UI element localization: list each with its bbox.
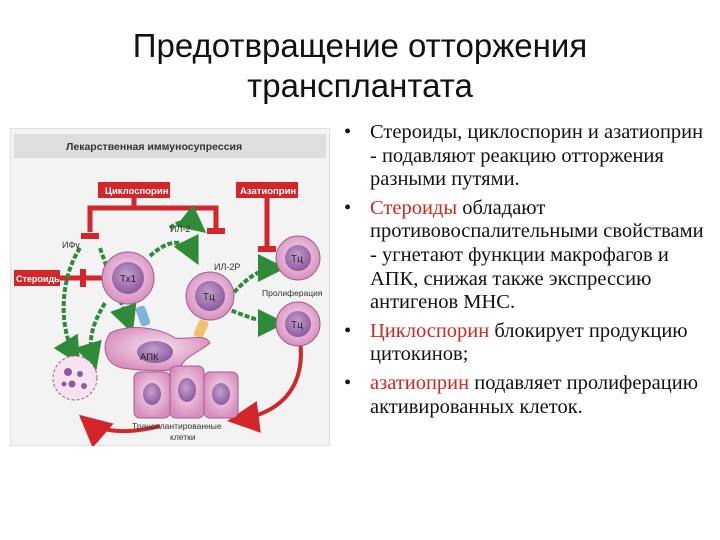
bullet-1-text: Стероиды, циклоспорин и азатиоприн - под… bbox=[370, 121, 704, 191]
bullet-dot: • bbox=[344, 371, 352, 394]
azathioprine-box bbox=[236, 182, 298, 198]
slide-title-line1: Предотвращение отторжения bbox=[132, 27, 588, 64]
apoptotic-cell bbox=[52, 355, 98, 401]
diagram-header-bar bbox=[14, 134, 326, 158]
diagram-header: Лекарственная иммуносупрессия bbox=[66, 141, 242, 153]
bullet-2-highlight: Стероиды bbox=[370, 196, 458, 219]
slide-title-line2: трансплантата bbox=[247, 67, 473, 104]
tc-bottom-label: Тц bbox=[291, 320, 303, 331]
bullet-list: • Стероиды, циклоспорин и азатиоприн - п… bbox=[342, 121, 714, 424]
tc-center-label: Тц bbox=[203, 292, 215, 303]
transplanted-cells bbox=[133, 365, 239, 419]
cyclosporin-box bbox=[98, 182, 170, 198]
bullet-3-highlight: Циклоспорин bbox=[370, 319, 490, 342]
azathioprine-label: Азатиоприн bbox=[240, 186, 296, 197]
bullet-3-text: блокирует продукцию цитокинов; bbox=[370, 319, 688, 366]
tc-cell-center: Тц bbox=[185, 271, 235, 321]
bullet-2-text: обладают противовоспалительными свойства… bbox=[370, 196, 704, 314]
bullet-item-1: • Стероиды, циклоспорин и азатиоприн - п… bbox=[342, 121, 714, 192]
immunosuppression-diagram: Лекарственная иммуносупрессия Циклоспори… bbox=[9, 127, 331, 448]
apc-label: АПК bbox=[140, 352, 159, 363]
tc-cell-top: Тц bbox=[275, 235, 321, 281]
ifn-label: ИФγ bbox=[62, 240, 80, 250]
steroids-box bbox=[14, 270, 60, 286]
bullet-item-3: • Циклоспорин блокирует продукцию цитоки… bbox=[342, 320, 714, 367]
bullet-4-text: подавляет пролиферацию активированных кл… bbox=[370, 371, 699, 418]
il2r-label: ИЛ-2Р bbox=[214, 262, 240, 272]
steroids-label: Стероиды bbox=[16, 274, 62, 284]
bullet-dot: • bbox=[344, 319, 352, 342]
bullet-item-4: • азатиоприн подавляет пролиферацию акти… bbox=[342, 372, 714, 419]
th1-label: Тх1 bbox=[120, 274, 137, 285]
proliferation-label: Пролиферация bbox=[262, 288, 323, 298]
cyclosporin-label: Циклоспорин bbox=[105, 186, 169, 197]
tc-cell-bottom: Тц bbox=[275, 301, 321, 347]
bullet-dot: • bbox=[344, 196, 352, 219]
bullet-item-2: • Стероиды обладают противовоспалительны… bbox=[342, 197, 714, 315]
il2-label: ИЛ-2 bbox=[170, 224, 190, 234]
slide-title: Предотвращение отторжения трансплантата bbox=[60, 26, 660, 106]
transplant-label-line1: Трансплантированные bbox=[132, 421, 222, 431]
th1-cell: Тх1 bbox=[101, 251, 155, 305]
receptor-connectors bbox=[135, 305, 209, 339]
cytotoxic-arrows bbox=[78, 339, 303, 448]
tc-top-label: Тц bbox=[291, 254, 303, 265]
inhibition-bars bbox=[80, 228, 276, 287]
bullet-dot: • bbox=[344, 121, 352, 143]
transplant-label-line2: клетки bbox=[170, 432, 196, 442]
apc-cell: АПК bbox=[104, 327, 211, 372]
diagram-svg: Лекарственная иммуносупрессия Циклоспори… bbox=[9, 127, 331, 448]
bullet-4-highlight: азатиоприн bbox=[370, 371, 470, 394]
